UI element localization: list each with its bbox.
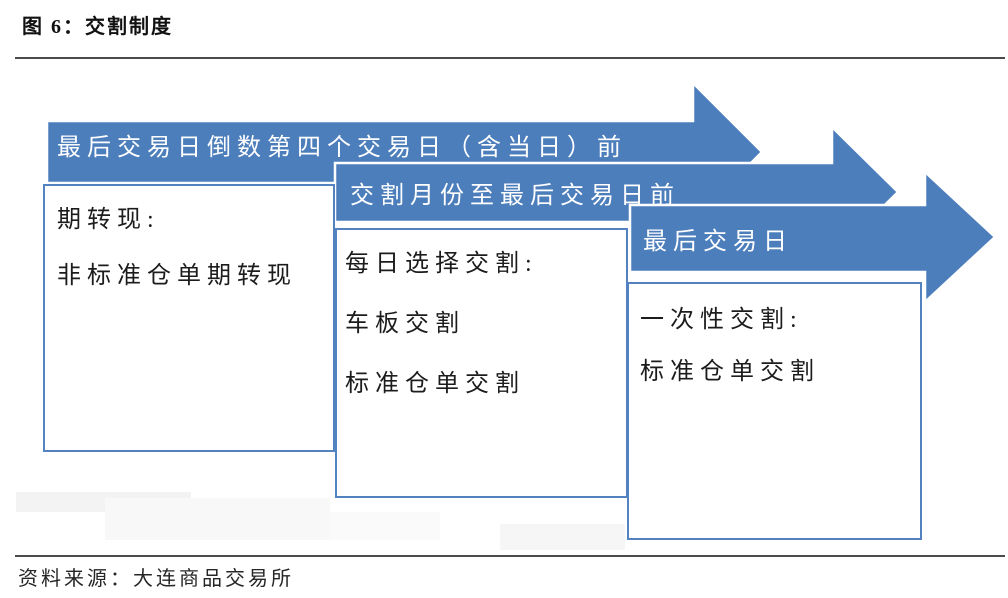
- stage2-box: 每日选择交割: 车板交割 标准仓单交割: [335, 228, 628, 498]
- compression-artifact: [500, 524, 625, 550]
- compression-artifact: [105, 498, 330, 540]
- stage3-box-line: 一次性交割:: [640, 306, 803, 333]
- compression-artifact: [330, 512, 440, 540]
- stage2-box-line: 每日选择交割:: [345, 250, 538, 277]
- bottom-divider: [15, 555, 1005, 557]
- stage3-box: 一次性交割: 标准仓单交割: [627, 282, 922, 540]
- stage3-arrow-shape: [628, 169, 997, 305]
- stage1-box-line: 期转现:: [57, 206, 160, 233]
- top-divider: [15, 57, 1005, 59]
- stage3-box-line: 标准仓单交割: [640, 358, 820, 385]
- stage2-arrow-label: 交割月份至最后交易日前: [350, 182, 680, 209]
- figure-title: 图 6：交割制度: [22, 16, 173, 38]
- stage2-box-line: 标准仓单交割: [345, 370, 525, 397]
- source-caption: 资料来源：大连商品交易所: [18, 568, 294, 590]
- stage2-box-line: 车板交割: [345, 310, 465, 337]
- stage1-box: 期转现: 非标准仓单期转现: [43, 184, 335, 452]
- stage1-box-line: 非标准仓单期转现: [57, 262, 297, 289]
- stage3-arrow-label: 最后交易日: [643, 228, 793, 255]
- stage1-arrow-label: 最后交易日倒数第四个交易日（含当日）前: [57, 134, 627, 161]
